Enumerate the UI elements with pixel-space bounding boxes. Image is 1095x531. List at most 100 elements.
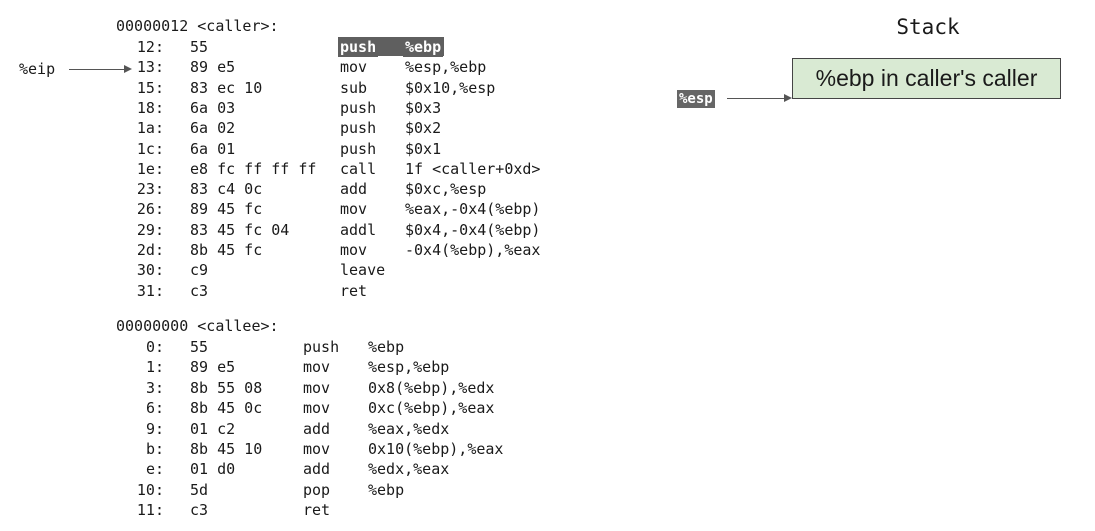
instruction-address: 1: [145, 358, 164, 377]
instruction-address: 11: [136, 501, 164, 520]
instruction-mnemonic: add [303, 419, 331, 438]
instruction-mnemonic: add [340, 180, 368, 199]
instruction-address: 1e: [136, 159, 164, 178]
callee-header: 00000000 <callee>: [116, 317, 279, 335]
instruction-address: 13: [136, 58, 164, 77]
caller-instruction-row: 2d: 8b 45 fc mov -0x4(%ebp),%eax [0, 240, 700, 260]
instruction-operands: %esp,%ebp [405, 58, 487, 77]
stack-title: Stack [896, 15, 960, 39]
instruction-address: 18: [136, 98, 164, 117]
instruction-address: 0: [145, 338, 164, 356]
instruction-address: 1a: [136, 119, 164, 138]
instruction-mnemonic: ret [303, 501, 331, 520]
instruction-bytes: 01 c2 [190, 419, 236, 438]
instruction-bytes: 89 e5 [190, 358, 236, 377]
instruction-address: 6: [145, 399, 164, 418]
instruction-operands: 0x10(%ebp),%eax [368, 440, 504, 458]
instruction-address: e: [145, 460, 164, 479]
instruction-bytes: c3 [190, 501, 209, 520]
instruction-bytes: c9 [190, 261, 209, 280]
instruction-mnemonic: mov [340, 58, 368, 77]
instruction-operands: %ebp [368, 338, 405, 356]
instruction-mnemonic: mov [303, 399, 331, 418]
instruction-bytes: 83 c4 0c [190, 180, 263, 199]
instruction-address: 9: [145, 419, 164, 438]
instruction-address: 2d: [136, 241, 164, 259]
instruction-mnemonic: pop [303, 480, 331, 499]
instruction-bytes: 6a 02 [190, 119, 236, 138]
instruction-operands: %eax,%edx [368, 419, 450, 438]
instruction-bytes: 6a 03 [190, 98, 236, 117]
instruction-mnemonic: mov [303, 440, 331, 458]
instruction-bytes: e8 fc ff ff ff [190, 159, 317, 178]
instruction-operands: $0x10,%esp [405, 78, 496, 97]
instruction-mnemonic: push [340, 98, 377, 117]
instruction-mnemonic: mov [303, 378, 331, 397]
instruction-operands: 1f <caller+0xd> [405, 159, 541, 178]
instruction-mnemonic: push [340, 119, 377, 138]
instruction-bytes: 89 e5 [190, 58, 236, 77]
instruction-bytes: c3 [190, 281, 209, 300]
callee-instruction-row: 1: 89 e5 mov %esp,%ebp [0, 357, 700, 377]
instruction-mnemonic: sub [340, 78, 368, 97]
callee-instruction-row: 6: 8b 45 0c mov 0xc(%ebp),%eax [0, 398, 700, 418]
instruction-mnemonic: push [303, 338, 340, 356]
instruction-operands: $0x3 [405, 98, 442, 117]
instruction-operands: $0x4,-0x4(%ebp) [405, 220, 541, 239]
instruction-address: 23: [136, 180, 164, 199]
instruction-bytes: 01 d0 [190, 460, 236, 479]
stack-entry: %ebp in caller's caller [792, 58, 1061, 99]
callee-instruction-row: 11: c3 ret [0, 500, 700, 520]
eip-arrow-line [69, 69, 125, 70]
instruction-operands: $0xc,%esp [405, 180, 487, 199]
caller-instruction-row: 23: 83 c4 0c add $0xc,%esp [0, 179, 700, 199]
instruction-bytes: 6a 01 [190, 139, 236, 158]
instruction-mnemonic: push [338, 37, 379, 58]
eip-arrow-head-icon [124, 65, 132, 73]
caller-header: 00000012 <caller>: [116, 17, 279, 35]
instruction-operands: 0xc(%ebp),%eax [368, 399, 495, 418]
instruction-address: b: [145, 440, 164, 458]
instruction-bytes: 8b 45 0c [190, 399, 263, 418]
esp-arrow-head-icon [784, 94, 792, 102]
callee-instruction-row: 9: 01 c2 add %eax,%edx [0, 419, 700, 439]
instruction-mnemonic: mov [340, 200, 368, 219]
instruction-operands: %ebp [403, 37, 444, 58]
caller-instruction-row: 18: 6a 03 push $0x3 [0, 98, 700, 118]
instruction-mnemonic: ret [340, 281, 368, 300]
esp-label: %esp [677, 90, 715, 108]
instruction-operands: %eax,-0x4(%ebp) [405, 200, 541, 219]
eip-label: %eip [19, 60, 56, 78]
instruction-mnemonic: addl [340, 220, 377, 239]
instruction-operands: -0x4(%ebp),%eax [405, 241, 541, 259]
caller-instruction-row: 13: 89 e5 mov %esp,%ebp [0, 57, 700, 77]
instruction-bytes: 8b 45 fc [190, 241, 263, 259]
instruction-operands: $0x1 [405, 139, 442, 158]
instruction-address: 3: [145, 378, 164, 397]
caller-instruction-row: 1a: 6a 02 push $0x2 [0, 118, 700, 138]
instruction-mnemonic: mov [303, 358, 331, 377]
instruction-mnemonic: mov [340, 241, 368, 259]
instruction-operands: %esp,%ebp [368, 358, 450, 377]
instruction-address: 29: [136, 220, 164, 239]
instruction-address: 10: [136, 480, 164, 499]
instruction-bytes: 89 45 fc [190, 200, 263, 219]
instruction-bytes: 55 [190, 38, 209, 56]
instruction-bytes: 8b 55 08 [190, 378, 263, 397]
instruction-operands: $0x2 [405, 119, 442, 138]
instruction-mnemonic: push [340, 139, 377, 158]
instruction-bytes: 83 ec 10 [190, 78, 263, 97]
esp-arrow-line [727, 98, 785, 99]
